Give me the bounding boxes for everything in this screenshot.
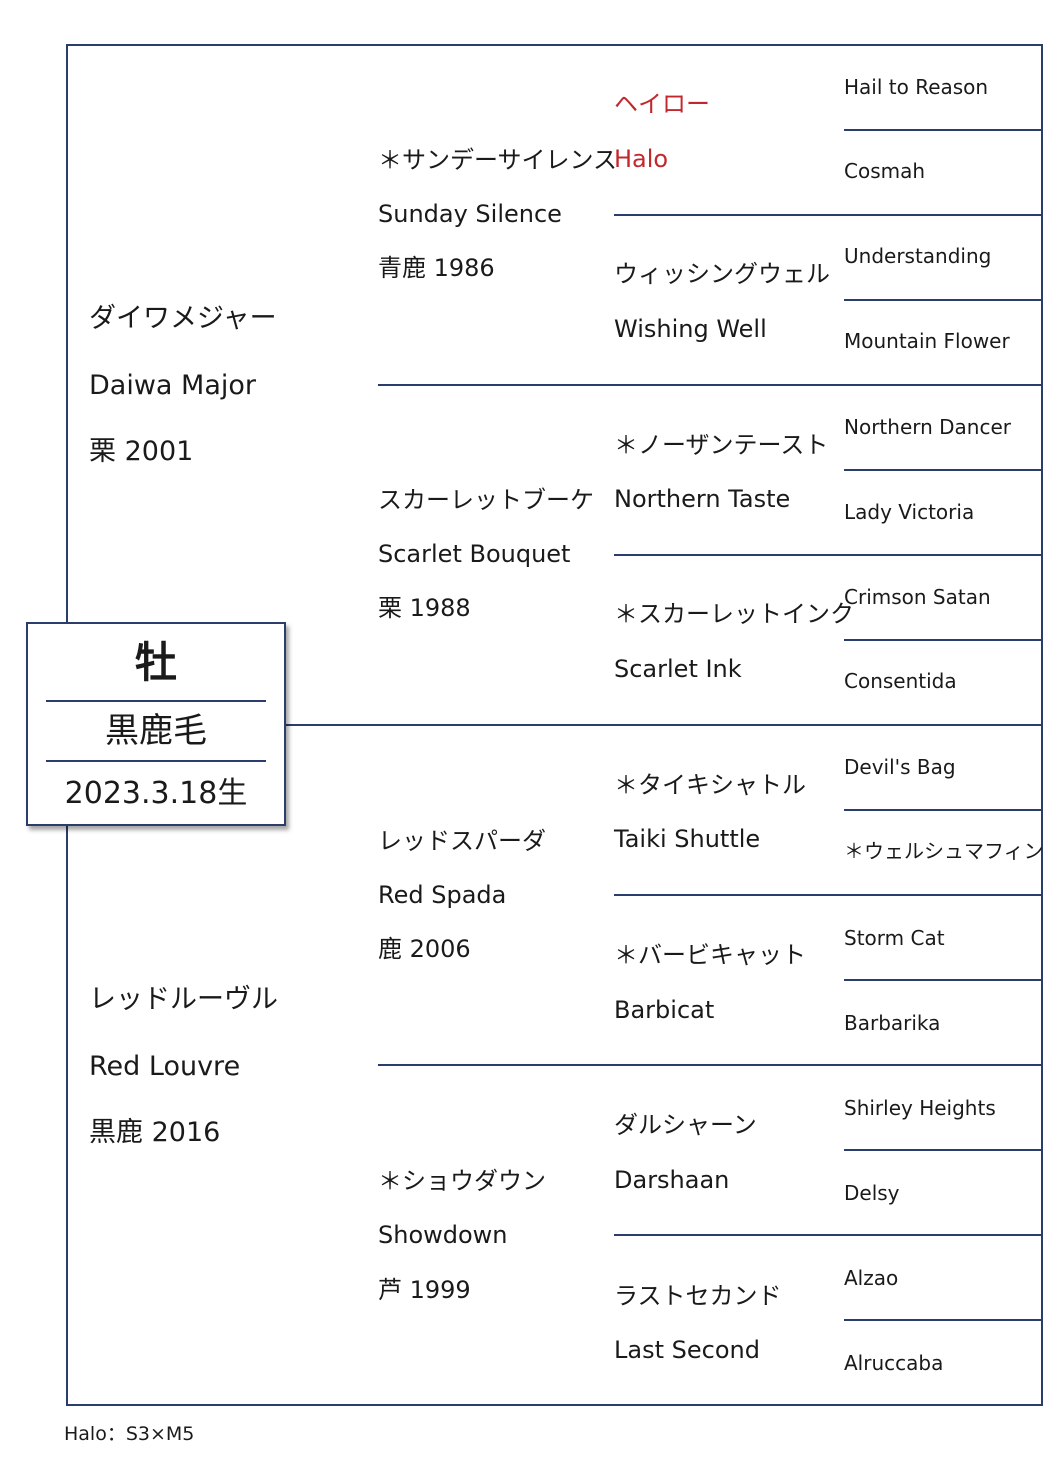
gen3-horse-jp: ウィッシングウェル (614, 260, 830, 288)
gen2-horse-info: 青鹿 1986 (378, 254, 495, 282)
gen2-divider (378, 384, 1043, 386)
subject-box-divider (46, 700, 266, 702)
gen4-horse: Mountain Flower (844, 329, 1010, 353)
inbreeding-note: Halo：S3×M5 (64, 1423, 195, 1445)
gen4-horse: Storm Cat (844, 926, 945, 950)
gen2-horse-en: Showdown (378, 1221, 508, 1249)
sire-info: 栗 2001 (89, 436, 194, 467)
gen4-divider (844, 639, 1043, 641)
gen4-horse: Shirley Heights (844, 1096, 996, 1120)
subject-coat-color: 黒鹿毛 (105, 711, 207, 751)
gen4-divider (844, 469, 1043, 471)
gen3-horse-en: Wishing Well (614, 315, 767, 343)
gen4-horse: Cosmah (844, 159, 926, 183)
gen2-horse-info: 鹿 2006 (378, 935, 471, 963)
dam-name-jp: レッドルーヴル (89, 984, 278, 1015)
gen4-horse: Northern Dancer (844, 415, 1012, 439)
gen3-horse-jp: ＊バービキャット (614, 941, 806, 969)
gen4-divider (844, 129, 1043, 131)
gen3-horse-en: Taiki Shuttle (614, 825, 761, 853)
gen3-horse-en: Darshaan (614, 1166, 730, 1194)
gen2-horse-jp: ＊サンデーサイレンス (378, 146, 618, 174)
main-divider (286, 724, 1043, 726)
gen3-horse-jp: ＊タイキシャトル (614, 771, 806, 799)
gen3-horse-en: Last Second (614, 1336, 760, 1364)
gen2-horse-en: Red Spada (378, 881, 507, 909)
gen2-horse-info: 芦 1999 (378, 1276, 471, 1304)
gen2-divider (378, 1064, 1043, 1066)
gen4-divider (844, 979, 1043, 981)
gen3-divider (614, 554, 1043, 556)
gen4-horse: ＊ウェルシュマフィン (844, 839, 1044, 863)
gen3-horse-jp: ＊スカーレットインク (614, 600, 854, 628)
gen4-divider (844, 299, 1043, 301)
gen3-horse-en: Halo (614, 145, 669, 173)
gen3-divider (614, 894, 1043, 896)
gen4-horse: Hail to Reason (844, 75, 989, 99)
gen3-horse-en: Scarlet Ink (614, 655, 742, 683)
gen4-divider (844, 809, 1043, 811)
gen2-horse-info: 栗 1988 (378, 594, 471, 622)
subject-birthdate: 2023.3.18生 (64, 776, 248, 811)
gen3-horse-jp: ヘイロー (614, 90, 710, 118)
gen3-horse-en: Northern Taste (614, 485, 791, 513)
gen4-horse: Devil's Bag (844, 755, 956, 779)
gen4-horse: Understanding (844, 244, 992, 268)
gen2-horse-jp: レッドスパーダ (378, 827, 546, 855)
gen2-horse-jp: ＊ショウダウン (378, 1167, 546, 1195)
gen2-horse-en: Sunday Silence (378, 200, 562, 228)
gen3-horse-jp: ダルシャーン (614, 1111, 757, 1139)
gen4-horse: Lady Victoria (844, 500, 975, 524)
gen4-horse: Barbarika (844, 1011, 941, 1035)
gen2-horse-en: Scarlet Bouquet (378, 540, 571, 568)
subject-box-divider (46, 760, 266, 762)
gen4-horse: Alruccaba (844, 1351, 944, 1375)
dam-name-en: Red Louvre (89, 1051, 241, 1082)
dam-info: 黒鹿 2016 (89, 1117, 221, 1148)
gen3-divider (614, 1234, 1043, 1236)
gen4-horse: Delsy (844, 1181, 900, 1205)
gen3-horse-jp: ラストセカンド (614, 1282, 782, 1310)
gen3-horse-en: Barbicat (614, 996, 715, 1024)
gen3-horse-jp: ＊ノーザンテースト (614, 431, 829, 459)
gen4-divider (844, 1319, 1043, 1321)
gen4-horse: Consentida (844, 669, 957, 693)
subject-sex: 牡 (134, 638, 177, 687)
sire-name-en: Daiwa Major (89, 370, 257, 401)
gen3-divider (614, 214, 1043, 216)
gen4-horse: Crimson Satan (844, 585, 991, 609)
gen4-horse: Alzao (844, 1266, 899, 1290)
gen2-horse-jp: スカーレットブーケ (378, 486, 594, 514)
gen4-divider (844, 1149, 1043, 1151)
sire-name-jp: ダイワメジャー (89, 303, 277, 334)
subject-info-box: 牡 黒鹿毛 2023.3.18生 (26, 622, 286, 826)
